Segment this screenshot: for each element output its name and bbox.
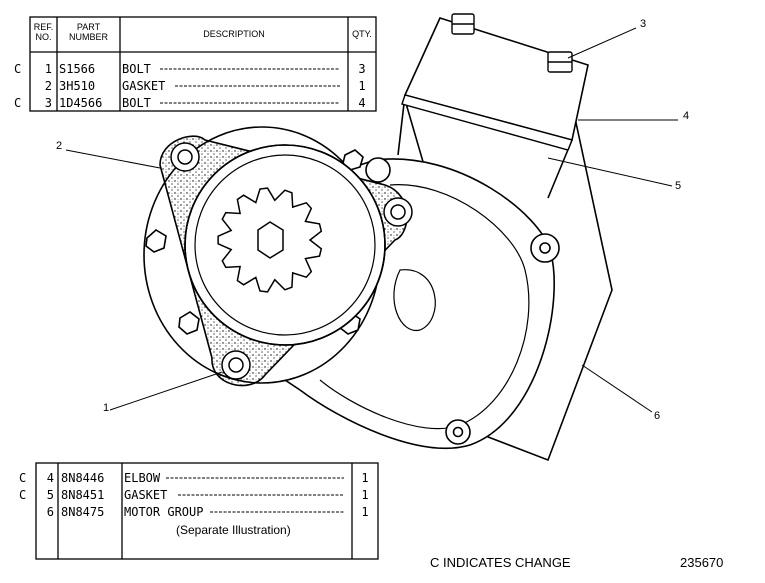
part-number: 1D4566: [59, 96, 103, 110]
header-ref-no: REF. NO.: [33, 22, 54, 42]
part-qty: 1: [361, 505, 369, 519]
table-grid: [29, 16, 379, 560]
change-flag: C: [19, 471, 27, 485]
callout-4: 4: [683, 110, 690, 122]
change-legend: C INDICATES CHANGE: [430, 555, 571, 570]
part-description: GASKET: [122, 79, 166, 93]
part-qty: 3: [358, 62, 366, 76]
part-description: MOTOR GROUP: [124, 505, 204, 519]
ref-number: 6: [46, 505, 54, 519]
flange-bolts: [170, 142, 413, 380]
change-flag: C: [19, 488, 27, 502]
header-description: DESCRIPTION: [203, 29, 265, 39]
ref-number: 3: [44, 96, 52, 110]
header-qty: QTY.: [352, 29, 372, 39]
part-qty: 4: [358, 96, 366, 110]
ref-number: 2: [44, 79, 52, 93]
part-description: BOLT: [122, 96, 151, 110]
change-flag: C: [14, 62, 22, 76]
part-qty: 1: [358, 79, 366, 93]
ref-number: 4: [46, 471, 54, 485]
callout-3: 3: [640, 18, 647, 30]
part-number: 3H510: [59, 79, 96, 93]
callout-6: 6: [654, 410, 661, 422]
part-description: GASKET: [124, 488, 168, 502]
callout-5: 5: [675, 180, 682, 192]
drawing-number: 235670: [680, 555, 724, 570]
header-part-number: PART NUMBER: [68, 22, 108, 42]
change-flag: C: [14, 96, 22, 110]
callout-1: 1: [103, 402, 110, 414]
part-qty: 1: [361, 471, 369, 485]
part-number: 8N8451: [61, 488, 105, 502]
callout-2: 2: [56, 140, 63, 152]
ref-number: 1: [44, 62, 52, 76]
part-number: S1566: [59, 62, 96, 76]
ref-number: 5: [46, 488, 54, 502]
part-qty: 1: [361, 488, 369, 502]
elbow-bolts: [451, 13, 573, 73]
desc-dash-leaders: [160, 68, 344, 513]
gasket-band: [401, 94, 573, 151]
leader-lines: [65, 27, 678, 413]
part-number: 8N8446: [61, 471, 105, 485]
part-number: 8N8475: [61, 505, 105, 519]
pinion-gear: [217, 187, 323, 293]
part-description: BOLT: [122, 62, 151, 76]
part-description: ELBOW: [124, 471, 161, 485]
separate-illustration-note: (Separate Illustration): [176, 523, 291, 537]
